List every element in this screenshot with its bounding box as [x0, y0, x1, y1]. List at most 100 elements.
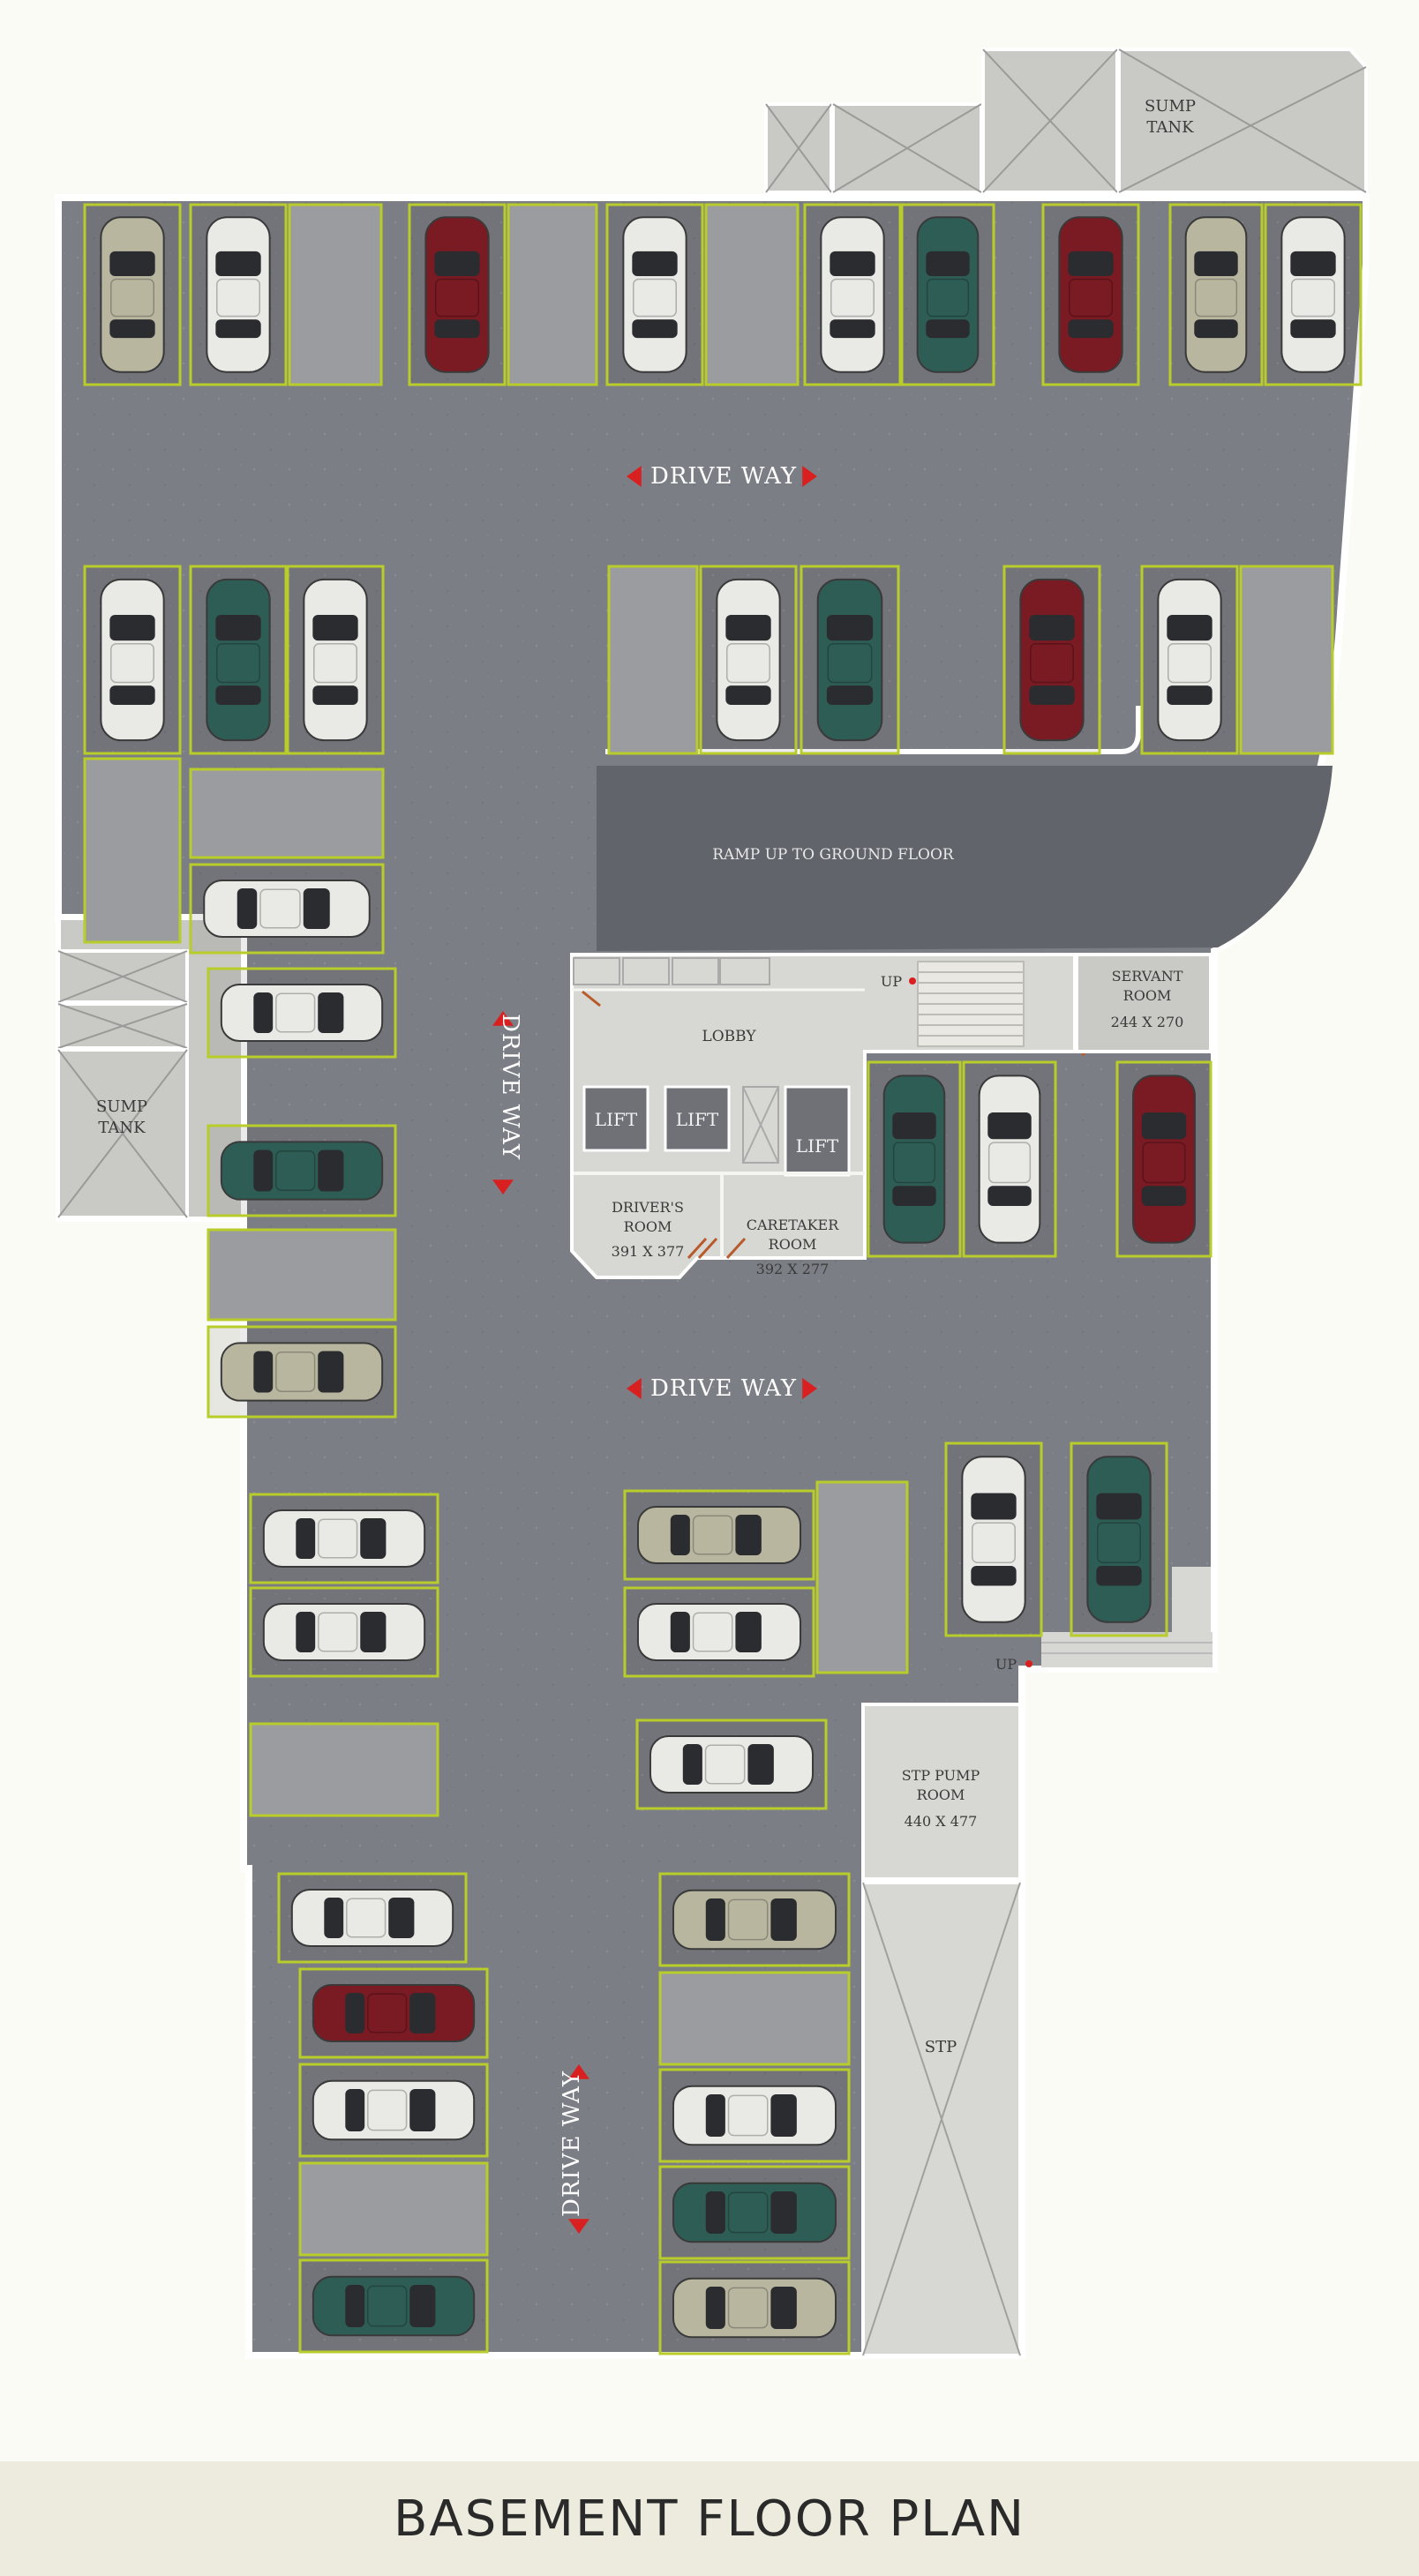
car-icon — [303, 578, 368, 742]
car-icon — [312, 2079, 476, 2141]
drive-arrows — [492, 466, 1032, 2234]
car-icon — [100, 216, 165, 373]
car-icon — [636, 1603, 802, 1661]
parking-slot — [815, 1480, 909, 1674]
car-icon — [1019, 578, 1085, 742]
car-icon — [100, 578, 165, 742]
parking-slot — [189, 768, 385, 859]
car-icon — [916, 216, 980, 373]
car-icon — [716, 578, 781, 742]
page-title: BASEMENT FLOOR PLAN — [394, 2490, 1025, 2548]
parking-slot — [298, 2161, 489, 2257]
lift-label-2: LIFT — [676, 1109, 719, 1130]
drivers-room-label-1: DRIVER'S — [612, 1199, 684, 1216]
stp-pump-room-label-2: ROOM — [917, 1786, 965, 1803]
servant-room-label-3: 244 X 270 — [1111, 1014, 1184, 1030]
car-icon — [672, 2277, 837, 2339]
caretaker-room-label-1: CARETAKER — [747, 1217, 840, 1233]
car-icon — [672, 2182, 837, 2243]
servant-room-label-2: ROOM — [1123, 987, 1172, 1004]
arrow-right-icon — [802, 466, 817, 487]
stp-pump-room-label-3: 440 X 477 — [905, 1813, 978, 1830]
stp-label: STP — [925, 2038, 957, 2056]
up-label-1: UP — [881, 973, 902, 990]
up-marker — [909, 977, 916, 985]
car-icon — [262, 1509, 426, 1568]
car-icon — [206, 216, 271, 373]
parking-slot — [206, 1228, 397, 1322]
basement-floor-plan: SUMP TANK SUMP TANK DRIVE WAY DRIVE WAY … — [56, 48, 1368, 2357]
car-icon — [672, 1889, 837, 1951]
car-icon — [816, 578, 883, 742]
car-icon — [312, 1984, 476, 2042]
arrow-down-icon — [492, 1179, 514, 1194]
car-icon — [1086, 1456, 1152, 1623]
drivers-room-label-2: ROOM — [624, 1218, 672, 1235]
car-icon — [424, 216, 490, 373]
sump-tank-top-label-1: SUMP — [1145, 97, 1196, 116]
cars — [100, 216, 1346, 2339]
car-icon — [820, 216, 885, 373]
up-label-2: UP — [995, 1656, 1017, 1673]
arrow-down-icon — [568, 2219, 589, 2234]
drive-way-label-vertical-2: DRIVE WAY — [559, 2071, 585, 2217]
sump-tank-top-label-2: TANK — [1146, 118, 1194, 137]
car-icon — [220, 1342, 384, 1402]
stairs-icon — [917, 961, 1025, 1047]
car-icon — [203, 880, 371, 938]
car-icon — [220, 984, 384, 1042]
drivers-room-label-3: 391 X 377 — [612, 1243, 685, 1260]
top-utility-blocks — [764, 48, 1368, 194]
car-icon — [636, 1506, 802, 1564]
drive-way-label-vertical-1: DRIVE WAY — [497, 1014, 523, 1160]
car-icon — [882, 1075, 946, 1244]
car-icon — [1184, 216, 1248, 373]
car-icon — [978, 1075, 1041, 1244]
sump-tank-left — [56, 949, 189, 1219]
caretaker-room-label-3: 392 X 277 — [756, 1261, 830, 1277]
sump-tank-left-label-2: TANK — [98, 1119, 146, 1137]
car-icon — [1058, 216, 1123, 373]
car-icon — [290, 1889, 454, 1947]
servant-room — [1075, 953, 1213, 1053]
servant-room-label-1: SERVANT — [1112, 968, 1183, 985]
car-icon — [206, 578, 271, 742]
lift-label-3: LIFT — [796, 1135, 839, 1157]
car-icon — [1132, 1075, 1196, 1244]
parking-slot — [83, 757, 182, 944]
car-icon — [1157, 578, 1222, 742]
parking-slot — [288, 203, 383, 386]
arrow-left-icon — [627, 466, 642, 487]
car-icon — [1280, 216, 1346, 373]
lobby-label: LOBBY — [702, 1028, 756, 1045]
car-icon — [312, 2275, 476, 2337]
drive-way-label-top: DRIVE WAY — [650, 463, 797, 490]
core-block — [570, 953, 1100, 1722]
car-icon — [961, 1456, 1026, 1623]
ramp-label: RAMP UP TO GROUND FLOOR — [712, 846, 955, 864]
parking-slot — [704, 203, 800, 386]
drive-way-label-mid: DRIVE WAY — [650, 1375, 797, 1402]
stairs-icon — [1041, 1567, 1213, 1667]
parking-slot — [249, 1722, 439, 1817]
parking-slot — [658, 1971, 851, 2066]
arrow-up-icon — [568, 2064, 589, 2079]
parking-slot — [507, 203, 598, 386]
up-marker — [1025, 1660, 1032, 1667]
stp-blocks — [861, 1703, 1022, 2357]
car-icon — [649, 1735, 815, 1793]
car-icon — [622, 216, 687, 373]
stp-pump-room-label-1: STP PUMP — [902, 1767, 980, 1784]
parking-slot — [607, 565, 699, 755]
arrow-right-icon — [802, 1378, 817, 1399]
ramp-area — [597, 766, 1333, 951]
parking-slot — [1239, 565, 1334, 755]
caretaker-room-label-2: ROOM — [769, 1236, 817, 1253]
caption-band: BASEMENT FLOOR PLAN — [0, 2461, 1419, 2576]
arrow-left-icon — [627, 1378, 642, 1399]
arrow-up-icon — [492, 1011, 514, 1026]
sump-tank-left-label-1: SUMP — [96, 1097, 147, 1116]
car-icon — [672, 2085, 837, 2146]
lift-label-1: LIFT — [595, 1109, 638, 1130]
car-icon — [220, 1141, 384, 1201]
